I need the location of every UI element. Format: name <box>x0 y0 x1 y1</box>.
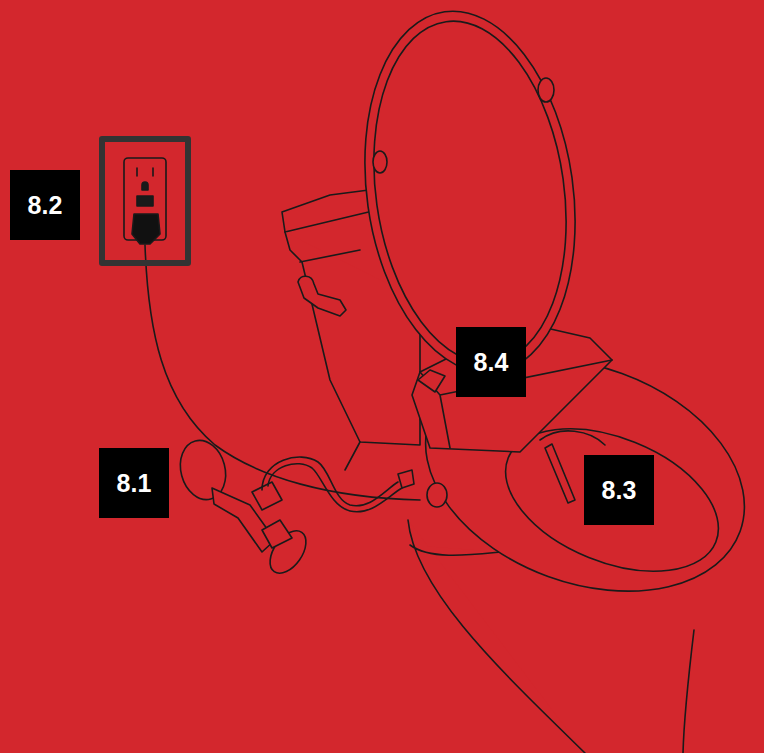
hose-connector <box>398 470 414 488</box>
flush-handle <box>298 276 346 316</box>
valve-body <box>252 482 282 510</box>
callout-number: 8.3 <box>602 476 637 505</box>
seat-knob <box>427 483 447 507</box>
wall-outlet-frame <box>102 139 188 263</box>
supply-hose <box>262 457 402 512</box>
callout-box: 8.1 <box>99 448 169 518</box>
wand-guard <box>540 431 605 445</box>
lid-bumper <box>373 151 387 173</box>
callout-number: 8.1 <box>117 469 152 498</box>
callout-box: 8.4 <box>456 327 526 397</box>
valve-stem <box>262 520 292 548</box>
lid-inner <box>353 9 587 376</box>
outlet-buttons <box>137 196 153 206</box>
callout-number: 8.2 <box>28 191 63 220</box>
callout-box: 8.2 <box>10 170 80 240</box>
callout-number: 8.4 <box>474 348 509 377</box>
power-plug <box>132 214 160 244</box>
lid-hinge <box>418 370 445 392</box>
power-cord <box>145 245 420 500</box>
lid-bumper <box>538 78 554 102</box>
toilet-seat <box>393 317 764 633</box>
outlet-slots <box>137 168 153 190</box>
bidet-wand <box>545 444 575 503</box>
callout-box: 8.3 <box>584 455 654 525</box>
